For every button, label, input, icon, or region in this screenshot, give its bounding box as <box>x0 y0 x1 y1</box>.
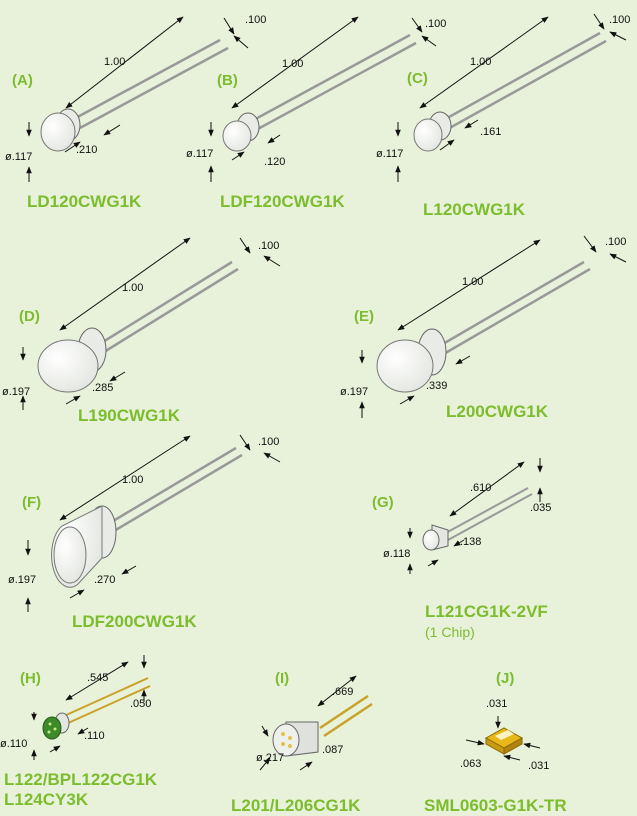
dim-b-length: 1.00 <box>282 58 304 70</box>
led-h-drawing <box>31 655 151 760</box>
lead <box>79 46 229 130</box>
lead <box>319 694 369 730</box>
part-name-d: L190CWG1K <box>78 406 181 425</box>
dim-d-length: 1.00 <box>122 282 144 294</box>
lead <box>439 31 601 124</box>
dim-f-diameter: ø.197 <box>8 574 37 586</box>
dim-h-length: .545 <box>87 672 109 684</box>
part-name-b: LDF120CWG1K <box>220 192 345 211</box>
dim-a-diameter: ø.117 <box>5 151 33 163</box>
dim-g-length: .610 <box>470 482 492 494</box>
label-c-letter: (C) <box>407 70 428 87</box>
part-name-g: L121CG1K-2VF <box>425 602 548 621</box>
led-j-drawing <box>465 716 541 761</box>
part-name-i: L201/L206CG1K <box>231 796 361 815</box>
dim-h-pitch: .050 <box>130 698 152 710</box>
dim-h-diameter: ø.110 <box>0 738 28 750</box>
led-lens <box>222 120 252 152</box>
part-name-h-2: L124CY3K <box>4 790 89 809</box>
dim-e-pitch: .100 <box>605 236 627 248</box>
part-name-h: L122/BPL122CG1K <box>4 770 158 789</box>
label-j-letter: (J) <box>496 670 515 687</box>
led-lens <box>37 339 99 393</box>
led-lens <box>376 339 434 393</box>
lead <box>97 260 233 347</box>
led-e-drawing <box>359 235 627 418</box>
dim-c-length: 1.00 <box>470 56 492 68</box>
dim-c-pitch: .100 <box>609 14 631 26</box>
dim-g-height: .138 <box>460 536 482 548</box>
lead <box>435 260 585 350</box>
lead <box>71 38 221 122</box>
led-b-drawing <box>208 16 437 182</box>
label-a-letter: (A) <box>12 72 33 89</box>
dim-a-length: 1.00 <box>104 56 126 68</box>
dim-c-diameter: ø.117 <box>376 148 404 160</box>
led-c-drawing <box>395 13 627 182</box>
lead <box>447 493 533 541</box>
led-lens <box>422 529 440 551</box>
dim-b-height: .120 <box>264 156 286 168</box>
label-g-letter: (G) <box>372 494 394 511</box>
dim-b-diameter: ø.117 <box>186 148 214 160</box>
dim-d-height: .285 <box>92 382 114 394</box>
led-i-drawing <box>259 675 373 771</box>
lead <box>323 702 373 738</box>
led-g-drawing <box>407 458 543 574</box>
dim-e-diameter: ø.197 <box>340 386 369 398</box>
dim-d-diameter: ø.197 <box>2 386 31 398</box>
dim-f-length: 1.00 <box>122 474 144 486</box>
dim-a-height: .210 <box>76 144 98 156</box>
lead <box>65 685 151 725</box>
dim-g-pitch: .035 <box>530 502 552 514</box>
label-e-letter: (E) <box>354 308 374 325</box>
lead <box>113 453 243 533</box>
dim-d-pitch: .100 <box>258 240 280 252</box>
lead <box>255 41 417 132</box>
dim-c-height: .161 <box>480 126 502 138</box>
dim-h-height: .110 <box>84 730 105 742</box>
led-lens <box>42 716 62 740</box>
dim-f-pitch: .100 <box>258 436 280 448</box>
dim-j-height: .031 <box>486 698 508 710</box>
dim-j-length: .063 <box>460 758 482 770</box>
led-a-drawing <box>26 16 249 182</box>
dim-a-pitch: .100 <box>245 14 267 26</box>
dim-b-pitch: .100 <box>425 18 447 30</box>
dim-i-length: .669 <box>332 686 354 698</box>
lead <box>445 39 607 132</box>
led-lens <box>272 723 300 757</box>
led-f-drawing <box>25 434 281 612</box>
dim-j-width: .031 <box>528 760 550 772</box>
dim-e-height: .339 <box>426 380 448 392</box>
led-lens <box>413 118 443 152</box>
label-h-letter: (H) <box>20 670 41 687</box>
part-name-j: SML0603-G1K-TR <box>424 796 567 815</box>
part-name-a: LD120CWG1K <box>27 192 142 211</box>
part-name-c: L120CWG1K <box>423 200 526 219</box>
dim-e-length: 1.00 <box>462 276 484 288</box>
part-name-f: LDF200CWG1K <box>72 612 197 631</box>
part-note-g: (1 Chip) <box>425 624 475 640</box>
label-i-letter: (I) <box>275 670 290 687</box>
dim-i-height: .087 <box>322 744 344 756</box>
label-f-letter: (F) <box>22 494 42 511</box>
part-name-e: L200CWG1K <box>446 402 549 421</box>
lead <box>107 446 237 526</box>
dim-g-diameter: ø.118 <box>383 548 411 560</box>
dim-i-diameter: ø.217 <box>256 752 285 764</box>
led-lens <box>40 112 76 152</box>
label-d-letter: (D) <box>19 308 40 325</box>
dim-f-height: .270 <box>94 574 116 586</box>
led-d-drawing <box>20 237 281 410</box>
label-b-letter: (B) <box>217 72 238 89</box>
lead <box>249 33 411 124</box>
